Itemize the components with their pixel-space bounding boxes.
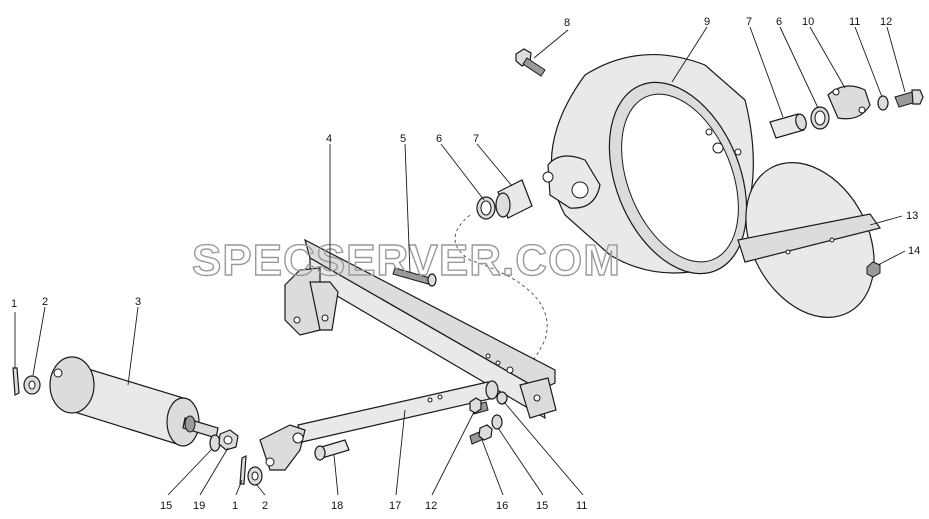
callout-8: 8 <box>564 17 570 29</box>
bushing-mid <box>495 179 533 219</box>
flange-cover <box>827 85 871 120</box>
bolt-12-bottom <box>469 397 489 415</box>
clevis-lever <box>259 424 306 471</box>
ring-washer-mid <box>476 196 496 220</box>
lever-rod <box>297 380 499 443</box>
lock-washer-top <box>877 95 889 111</box>
callout-4: 4 <box>326 133 332 145</box>
bushing-right <box>769 113 807 139</box>
callout-6-right: 6 <box>776 16 782 28</box>
callout-1-bottom: 1 <box>232 500 238 512</box>
drum-housing <box>542 53 754 275</box>
callout-1-top: 1 <box>11 298 17 310</box>
washer-left <box>23 375 41 395</box>
washer-bottom <box>247 466 263 486</box>
callout-15-right: 15 <box>536 500 548 512</box>
callout-12-top: 12 <box>880 16 892 28</box>
bracket-bolt <box>392 267 437 287</box>
callout-14: 14 <box>908 245 920 257</box>
callout-12-bottom: 12 <box>425 500 437 512</box>
clevis-pin <box>314 439 350 461</box>
callout-3: 3 <box>135 296 141 308</box>
bolt-16 <box>469 424 493 445</box>
callout-7-mid: 7 <box>473 133 479 145</box>
nut-19 <box>218 429 239 451</box>
air-cylinder <box>49 356 219 447</box>
bracket <box>284 238 557 420</box>
callout-2-bottom: 2 <box>262 500 268 512</box>
assembly-path <box>454 214 548 386</box>
callout-7-right: 7 <box>746 16 752 28</box>
callout-16: 16 <box>496 500 508 512</box>
washer-15-right <box>491 414 503 430</box>
callout-17: 17 <box>389 500 401 512</box>
callout-11-top: 11 <box>849 16 860 28</box>
callout-6-mid: 6 <box>436 133 442 145</box>
callout-13: 13 <box>906 210 918 222</box>
callout-2-top: 2 <box>42 296 48 308</box>
callout-9: 9 <box>704 16 710 28</box>
cotter-pin-bottom <box>239 454 247 485</box>
callout-18: 18 <box>331 500 343 512</box>
cotter-pin-left <box>12 367 20 396</box>
watermark-text: SPECSERVER.COM <box>192 236 621 285</box>
callout-numbers: 1 2 3 4 5 6 7 8 9 7 6 10 11 12 13 14 15 … <box>11 16 920 512</box>
drum-lid <box>737 162 881 318</box>
callout-5: 5 <box>400 133 406 145</box>
callout-19: 19 <box>193 500 205 512</box>
callout-10: 10 <box>802 16 814 28</box>
leader-lines <box>14 26 906 496</box>
ring-washer-right <box>810 106 830 130</box>
bolt-top-left <box>515 48 546 77</box>
washer-11-bottom <box>496 391 508 405</box>
callout-15-left: 15 <box>160 500 172 512</box>
callout-11-bottom: 11 <box>576 500 587 512</box>
lid-nut <box>866 261 881 278</box>
bolt-top-right <box>894 89 924 108</box>
